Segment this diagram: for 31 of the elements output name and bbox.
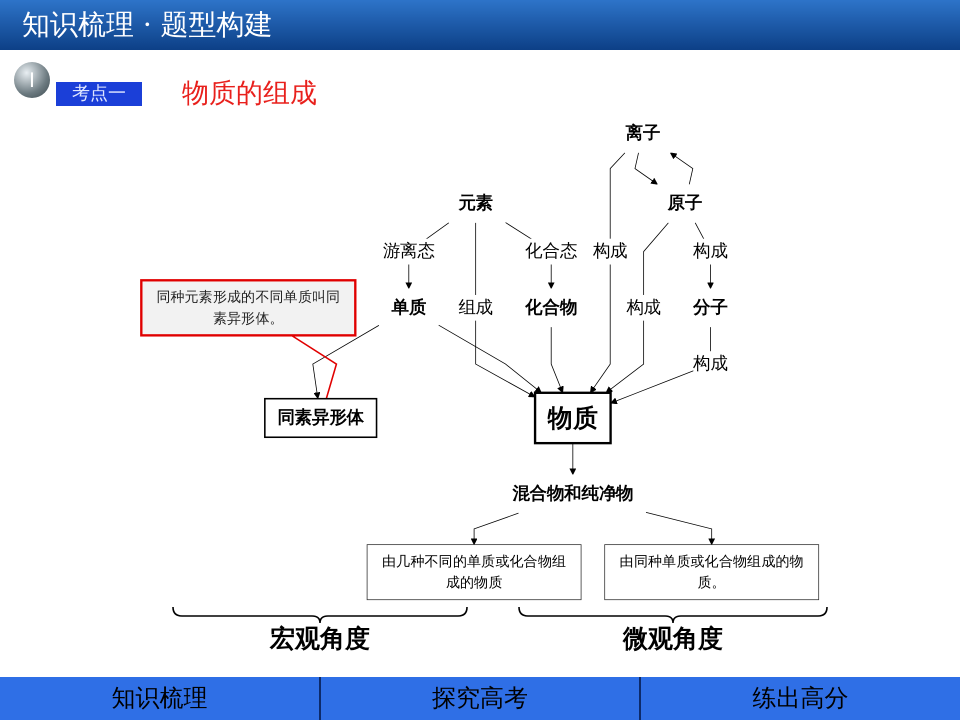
concept-label: 分子 [693, 294, 728, 321]
section-tag: 考点一 [56, 82, 142, 106]
concept-label: 单质 [392, 294, 426, 321]
arrow [550, 326, 564, 394]
arrow [634, 152, 658, 185]
definition-box: 由几种不同的单质或化合物组成的物质 [366, 544, 582, 600]
section-heading: 物质的组成 [182, 78, 317, 110]
leader-line [291, 334, 338, 399]
nav-label: 练出高分 [639, 677, 960, 720]
nav-label: 探究高考 [318, 677, 640, 720]
arrow [670, 152, 694, 185]
concept-label: 元素 [458, 190, 493, 217]
arrow [312, 324, 380, 399]
concept-box: 同素异形体 [264, 398, 378, 438]
arrow [438, 324, 542, 394]
arrow [470, 512, 519, 545]
concept-label: 原子 [668, 190, 702, 217]
arrow [569, 442, 576, 475]
nav-label: 知识梳理 [110, 683, 208, 714]
slide-title: 知识梳理 · 题型构建 [22, 9, 273, 41]
callout-box: 同种元素形成的不同单质叫同素异形体。 [140, 279, 356, 337]
brace-label: 微观角度 [622, 624, 724, 654]
definition-box: 由同种单质或化合物组成的物质。 [604, 544, 820, 600]
section-number-badge: I [14, 62, 50, 98]
concept-label: 离子 [626, 120, 660, 147]
concept-label: 化合物 [525, 294, 578, 321]
arrow [590, 152, 626, 394]
concept-box: 物质 [534, 392, 612, 444]
arrow [646, 512, 716, 545]
brace-label: 宏观角度 [268, 624, 371, 654]
concept-label: 混合物和纯净物 [512, 480, 634, 507]
